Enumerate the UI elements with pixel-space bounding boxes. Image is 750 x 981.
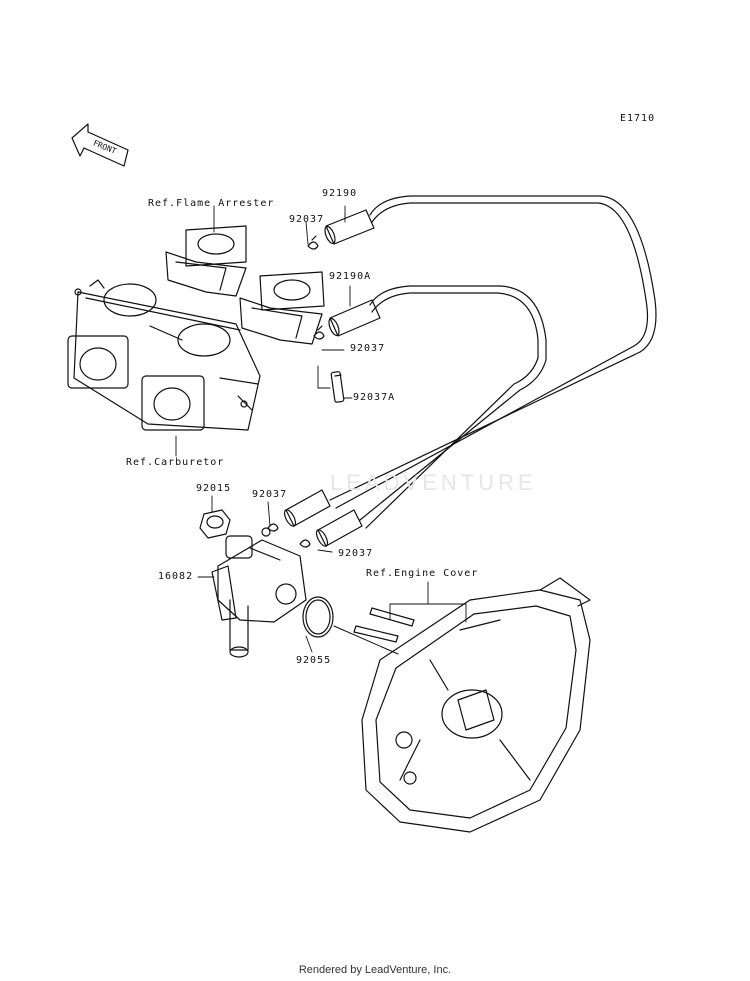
engine-cover bbox=[361, 577, 591, 833]
hose-route-outer bbox=[329, 195, 657, 509]
front-arrow-icon: FRONT bbox=[71, 123, 129, 167]
label-92190a: 92190A bbox=[329, 271, 372, 282]
hose-lower-2 bbox=[315, 509, 363, 547]
watermark-text: LEADVENTURE bbox=[330, 470, 537, 495]
label-92037-mid: 92037 bbox=[350, 343, 386, 354]
clip-92037a bbox=[330, 371, 345, 403]
label-flame-arrester: Ref.Flame Arrester bbox=[148, 198, 275, 209]
label-92037-bottom: 92037 bbox=[338, 548, 374, 559]
oring-92055 bbox=[302, 596, 334, 638]
label-engine-cover: Ref.Engine Cover bbox=[366, 568, 479, 579]
label-92037a: 92037A bbox=[353, 392, 396, 403]
label-92055: 92055 bbox=[296, 655, 332, 666]
label-16082: 16082 bbox=[158, 571, 194, 582]
clamp-icon bbox=[267, 523, 279, 532]
footer-credit: Rendered by LeadVenture, Inc. bbox=[298, 964, 452, 976]
label-92037-lower: 92037 bbox=[252, 489, 288, 500]
flame-arrester-front bbox=[165, 225, 247, 297]
hose-92190 bbox=[324, 209, 375, 245]
carburetor-assembly bbox=[67, 279, 261, 431]
nut-92015 bbox=[199, 509, 231, 539]
leader-lines bbox=[175, 205, 467, 653]
hose-92190a bbox=[328, 299, 381, 337]
diagram-code: E1710 bbox=[620, 113, 656, 124]
water-pump-16082 bbox=[211, 527, 307, 658]
label-92015: 92015 bbox=[196, 483, 232, 494]
stud-bolt bbox=[353, 607, 415, 643]
hose-route-inner bbox=[359, 285, 547, 529]
clamp-icon bbox=[307, 235, 319, 250]
hose-lower-1 bbox=[283, 489, 331, 527]
clamp-icon bbox=[313, 325, 325, 340]
clamp-icon bbox=[299, 539, 311, 548]
label-carburetor: Ref.Carburetor bbox=[126, 457, 225, 468]
label-92037-top: 92037 bbox=[289, 214, 325, 225]
label-92190: 92190 bbox=[322, 188, 358, 199]
flame-arrester-rear bbox=[239, 271, 325, 345]
